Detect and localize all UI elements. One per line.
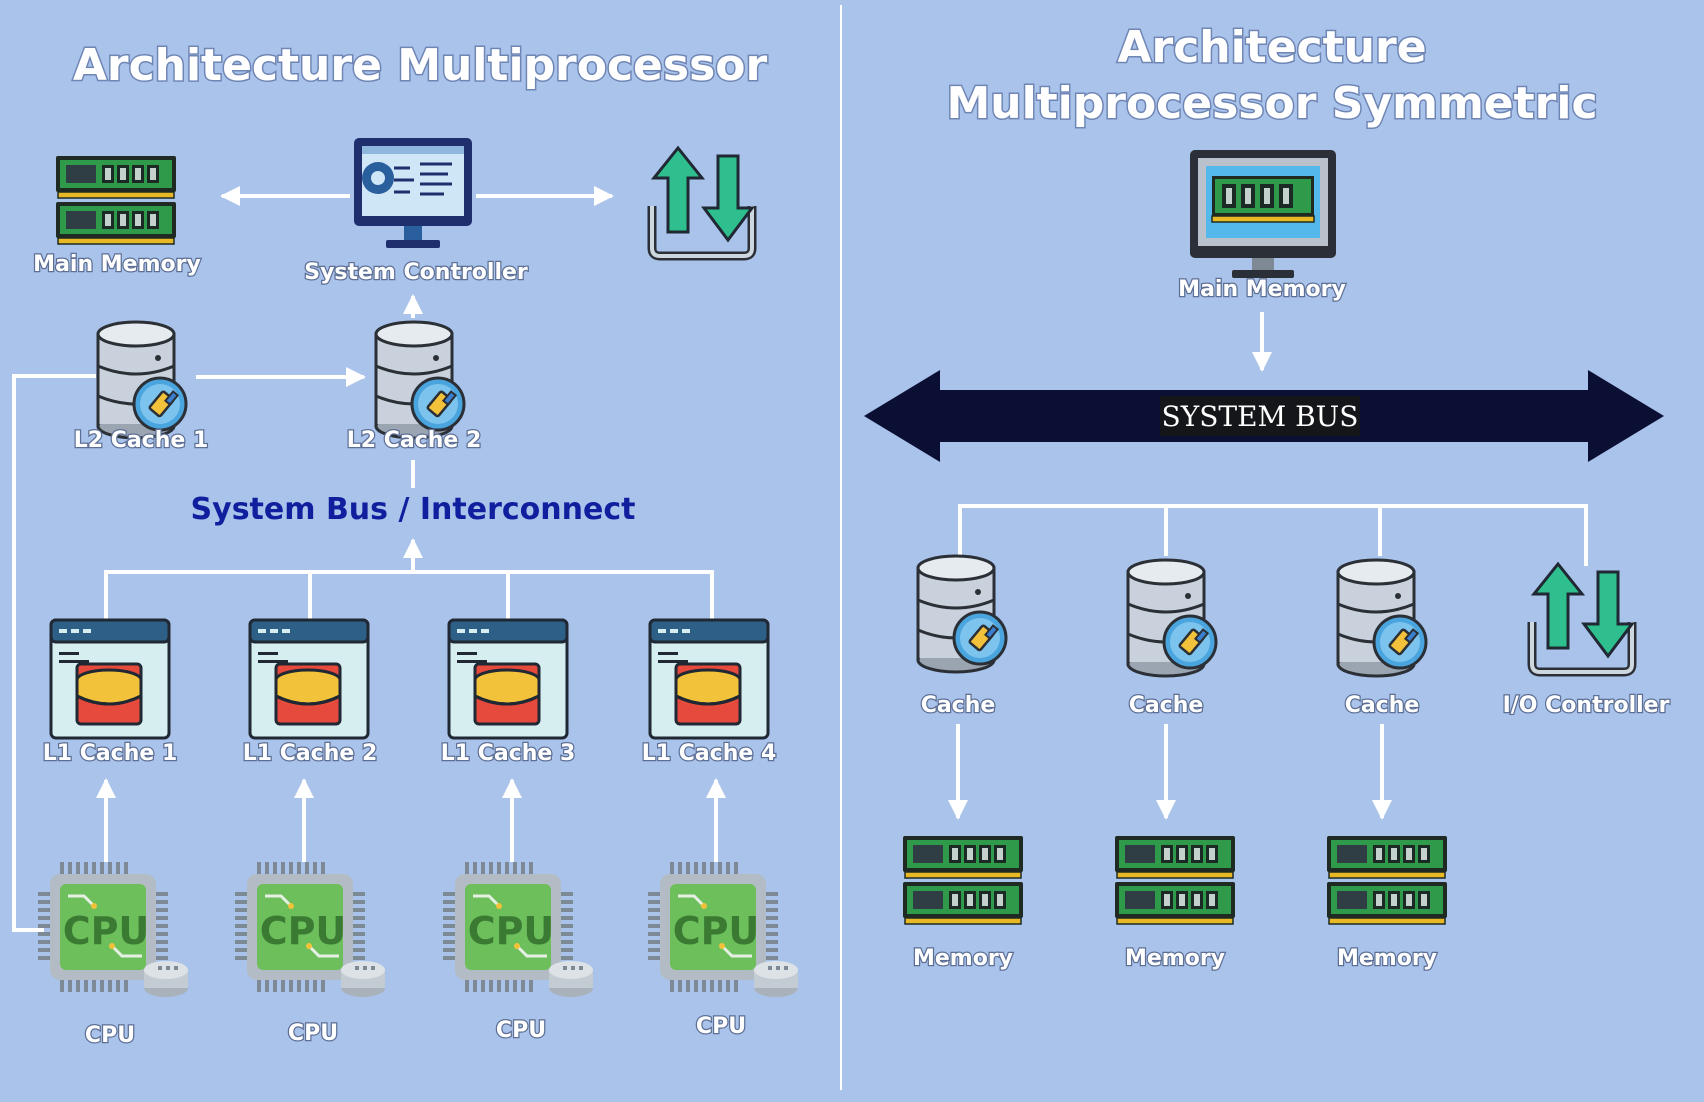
cache-label: Cache <box>1345 693 1420 718</box>
database-cache-icon <box>1336 558 1428 678</box>
ram-icon <box>55 155 177 245</box>
l1-cache-window-icon <box>447 618 569 740</box>
left-title: Architecture Multiprocessor <box>73 40 768 91</box>
right-title-line1: Architecture <box>1117 22 1426 73</box>
io-controller-node: I/O Controller <box>1501 564 1671 719</box>
l1-cache-2-node: L1 Cache 2 <box>241 618 379 767</box>
memory-label: Memory <box>1337 946 1437 971</box>
cpu-3-node: CPU CPU <box>441 860 595 1044</box>
cpu-2-node: CPU CPU <box>233 860 387 1047</box>
memory-3-node: Memory <box>1326 835 1448 972</box>
l1-cache-label: L1 Cache 4 <box>642 741 777 766</box>
cpu-chip-text: CPU <box>673 909 760 953</box>
l2-cache-2-label: L2 Cache 2 <box>347 428 482 453</box>
bus-tree-line <box>958 504 1588 566</box>
monitor-icon <box>354 138 472 248</box>
l2-cache-2-node: L2 Cache 2 <box>345 320 483 454</box>
monitor-icon <box>1190 150 1336 278</box>
ram-icon <box>1326 835 1448 925</box>
system-controller-node: System Controller <box>303 138 529 286</box>
system-bus-label: SYSTEM BUS <box>1162 400 1359 433</box>
l1-cache-3-node: L1 Cache 3 <box>439 618 577 767</box>
l1-cache-label: L1 Cache 3 <box>441 741 576 766</box>
system-controller-label: System Controller <box>304 260 528 285</box>
main-memory-node: Main Memory <box>32 155 202 278</box>
ram-icon <box>1114 835 1236 925</box>
cpu-1-node: CPU CPU <box>36 860 190 1049</box>
cache-label: Cache <box>921 693 996 718</box>
l2-cache-1-node: L2 Cache 1 <box>72 320 210 454</box>
main-memory-label: Main Memory <box>1178 277 1346 302</box>
right-title-line2: Multiprocessor Symmetric <box>946 78 1597 129</box>
ram-icon <box>902 835 1024 925</box>
l1-cache-1-node: L1 Cache 1 <box>41 618 179 767</box>
l1-cache-window-icon <box>248 618 370 740</box>
cpu-label: CPU <box>288 1021 338 1046</box>
l2-cache-1-label: L2 Cache 1 <box>74 428 209 453</box>
l1-cache-label: L1 Cache 1 <box>43 741 178 766</box>
cpu-label: CPU <box>696 1014 746 1039</box>
io-transfer-icon <box>1532 564 1632 672</box>
main-memory-monitor-node: Main Memory <box>1177 150 1347 303</box>
cpu-chip-text: CPU <box>468 909 555 953</box>
bus-interconnect-label: System Bus / Interconnect <box>191 492 636 527</box>
database-cache-icon <box>96 320 188 440</box>
io-transfer-icon <box>652 148 752 256</box>
database-cache-icon <box>916 554 1008 674</box>
cpu1-to-l2-cache-1-line <box>12 374 96 932</box>
memory-2-node: Memory <box>1114 835 1236 972</box>
l1-cache-window-icon <box>648 618 770 740</box>
main-memory-label: Main Memory <box>33 252 201 277</box>
cpu-label: CPU <box>85 1023 135 1048</box>
l1-cache-label: L1 Cache 2 <box>243 741 378 766</box>
cpu-chip-text: CPU <box>63 909 150 953</box>
io-controller-label: I/O Controller <box>1503 693 1670 718</box>
memory-label: Memory <box>913 946 1013 971</box>
database-cache-icon <box>374 320 466 440</box>
l1-cache-4-node: L1 Cache 4 <box>640 618 778 767</box>
memory-label: Memory <box>1125 946 1225 971</box>
cache-3-node: Cache <box>1336 558 1428 719</box>
cpu-chip-text: CPU <box>260 909 347 953</box>
cache-2-node: Cache <box>1126 558 1218 719</box>
database-cache-icon <box>1126 558 1218 678</box>
cpu-4-node: CPU CPU <box>646 860 800 1040</box>
system-bus-arrow: SYSTEM BUS <box>864 370 1664 462</box>
memory-1-node: Memory <box>902 835 1024 972</box>
cache-1-node: Cache <box>916 554 1008 719</box>
l1-cache-window-icon <box>49 618 171 740</box>
cpu-label: CPU <box>496 1018 546 1043</box>
bus-tree-line <box>104 570 714 620</box>
cache-label: Cache <box>1129 693 1204 718</box>
